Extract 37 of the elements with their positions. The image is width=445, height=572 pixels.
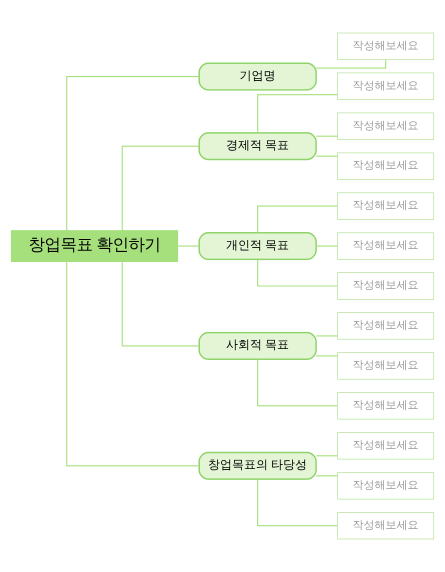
node-box: 작성해보세요 [337,232,434,260]
node-box: 작성해보세요 [337,352,434,380]
connector [316,245,338,247]
node-box: 사회적 목표 [198,332,317,360]
node-box: 작성해보세요 [337,112,434,140]
node-box: 경제적 목표 [198,132,317,160]
connector [257,360,338,406]
node-box: 작성해보세요 [337,72,434,100]
connector [257,260,338,287]
connector [316,455,338,456]
connector [178,245,200,247]
node-box: 작성해보세요 [337,152,434,180]
node-box: 기업명 [198,62,317,91]
node-box: 개인적 목표 [198,232,317,260]
node-box: 작성해보세요 [337,432,434,460]
connector [257,206,338,233]
node-box: 작성해보세요 [337,32,434,60]
connector [257,479,338,526]
connector [316,60,386,69]
connector [316,355,338,356]
node-box: 창업목표의 타당성 [198,452,317,480]
connector [66,76,200,230]
node-box: 작성해보세요 [337,192,434,220]
connector [122,262,200,346]
node-box: 작성해보세요 [337,312,434,340]
connector [257,94,338,133]
node-box: 작성해보세요 [337,512,434,540]
node-box: 창업목표 확인하기 [10,230,178,262]
connector [316,335,338,336]
node-box: 작성해보세요 [337,392,434,420]
connector [122,146,200,230]
node-box: 작성해보세요 [337,272,434,300]
connector [316,475,338,476]
connector [316,136,338,137]
node-box: 작성해보세요 [337,472,434,500]
connector [316,156,338,157]
connector [66,262,200,466]
